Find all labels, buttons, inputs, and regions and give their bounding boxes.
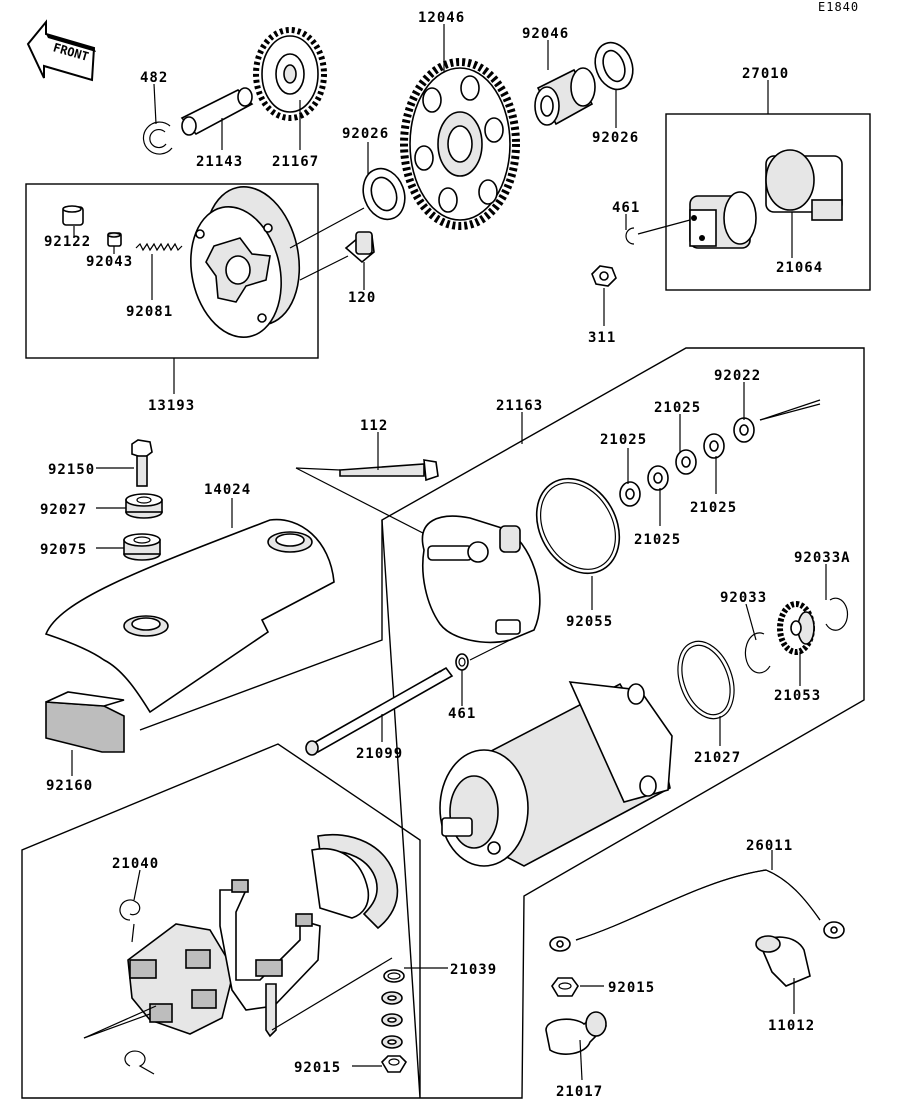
needle-bearing-92046	[534, 67, 596, 126]
label-21025-d: 21025	[634, 532, 681, 548]
diagram-code: E1840	[818, 0, 859, 14]
label-21099: 21099	[356, 746, 403, 762]
gear-12046	[400, 58, 520, 230]
label-26011: 26011	[746, 838, 793, 854]
label-461-top: 461	[612, 200, 640, 216]
bolt-112	[339, 459, 439, 482]
washer-92026-left	[362, 167, 406, 221]
gear-21167	[253, 27, 327, 121]
end-cover-arc	[311, 833, 399, 930]
spring-21040	[119, 899, 141, 943]
group-box-21163-edge	[139, 520, 383, 731]
label-11012: 11012	[768, 1018, 815, 1034]
label-21025-a: 21025	[654, 400, 701, 416]
battery-cable-26011	[549, 869, 845, 952]
label-92015-cable: 92015	[608, 980, 655, 996]
nut-92015-bottom	[380, 1055, 408, 1073]
label-461-center: 461	[448, 706, 476, 722]
label-21163: 21163	[496, 398, 543, 414]
label-92081: 92081	[126, 304, 173, 320]
label-92075: 92075	[40, 542, 87, 558]
nut-311	[591, 265, 617, 287]
label-120: 120	[348, 290, 376, 306]
label-21040: 21040	[112, 856, 159, 872]
starter-motor-body	[439, 681, 673, 867]
snap-ring-92033A	[825, 597, 849, 631]
label-21143: 21143	[196, 154, 243, 170]
label-112: 112	[360, 418, 388, 434]
label-21017: 21017	[556, 1084, 603, 1100]
shaft-21143	[180, 87, 254, 136]
front-cover-housing	[421, 515, 541, 644]
starter-relay-21064	[765, 149, 843, 221]
starter-solenoid	[689, 191, 757, 249]
bolt-120	[344, 231, 375, 264]
nut-92015-cable	[551, 977, 579, 997]
label-92026-top: 92026	[592, 130, 639, 146]
washer-stack-21039	[381, 969, 405, 1049]
label-21025-b: 21025	[600, 432, 647, 448]
spring-clip-bottom	[124, 1050, 155, 1075]
label-13193: 13193	[148, 398, 195, 414]
label-92027: 92027	[40, 502, 87, 518]
label-21025-c: 21025	[690, 500, 737, 516]
brush-lead-assembly	[219, 879, 321, 1038]
label-92026-left: 92026	[342, 126, 389, 142]
grommet-92075	[123, 533, 161, 561]
spring-92081	[135, 242, 183, 252]
front-arrow-icon: FRONT	[26, 19, 96, 82]
label-21167: 21167	[272, 154, 319, 170]
cap-11012	[755, 935, 811, 987]
label-92046: 92046	[522, 26, 569, 42]
label-92022: 92022	[714, 368, 761, 384]
label-92055: 92055	[566, 614, 613, 630]
brush-holder-plate	[127, 923, 235, 1035]
pad-92160	[45, 691, 125, 753]
label-92122: 92122	[44, 234, 91, 250]
boot-21017	[545, 1011, 608, 1055]
label-482: 482	[140, 70, 168, 86]
washer-92022	[733, 417, 755, 443]
o-ring-21027	[677, 640, 735, 720]
label-21027: 21027	[694, 750, 741, 766]
collar-92027	[125, 493, 163, 519]
pinion-gear-21053	[777, 601, 815, 655]
circlip-461-top	[625, 227, 635, 245]
label-21053: 21053	[774, 688, 821, 704]
snap-ring-92033	[744, 632, 771, 674]
cover-14024	[44, 518, 335, 714]
starter-clutch-body	[190, 186, 301, 339]
label-92150: 92150	[48, 462, 95, 478]
label-92033: 92033	[720, 590, 767, 606]
label-92033A: 92033A	[794, 550, 851, 566]
label-14024: 14024	[204, 482, 251, 498]
bolt-92150	[131, 439, 153, 487]
label-12046: 12046	[418, 10, 465, 26]
through-bolt-21099	[305, 666, 454, 756]
label-311: 311	[588, 330, 616, 346]
pin-92043	[107, 232, 122, 247]
label-92043: 92043	[86, 254, 133, 270]
label-27010: 27010	[742, 66, 789, 82]
pin-92122	[62, 205, 84, 226]
circlip-461-center	[455, 653, 469, 671]
o-ring-92055	[535, 477, 621, 575]
washer-stack-21025	[619, 433, 725, 507]
label-21064: 21064	[776, 260, 823, 276]
leader-lines	[71, 24, 827, 1081]
label-92015-bottom: 92015	[294, 1060, 341, 1076]
label-92160: 92160	[46, 778, 93, 794]
washer-92026-top	[594, 41, 634, 91]
circlip-482	[142, 121, 173, 155]
group-box-21163	[21, 347, 865, 1099]
label-21039: 21039	[450, 962, 497, 978]
